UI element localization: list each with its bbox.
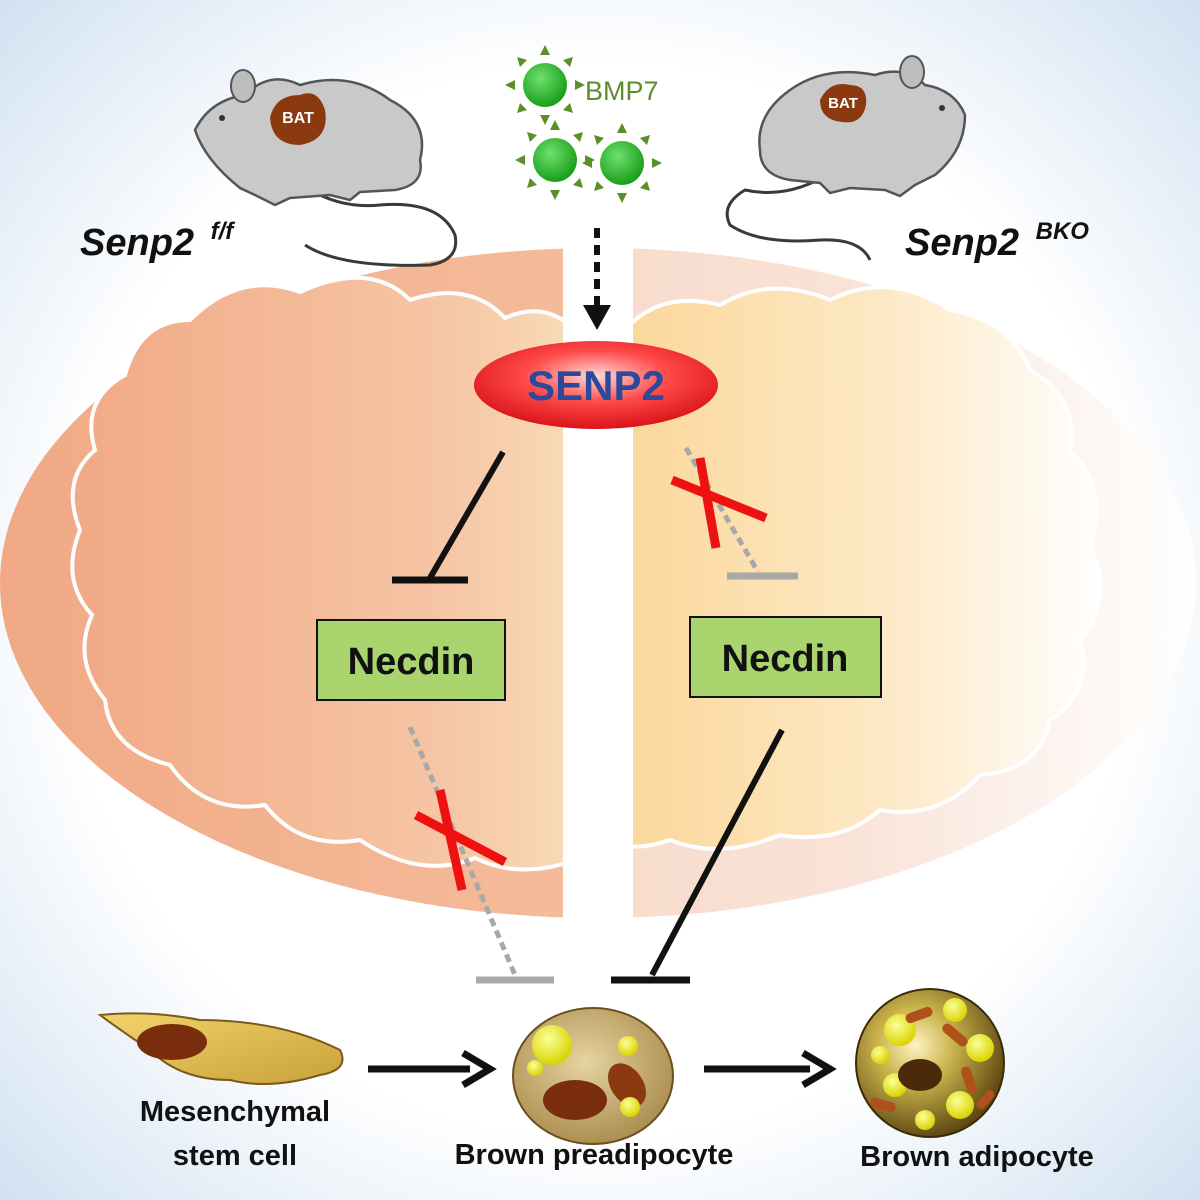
arrow-to-adipocyte	[704, 1049, 837, 1089]
arrow-to-preadipocyte	[368, 1049, 497, 1089]
arrowhead-icon	[801, 1049, 837, 1089]
cross-icon-right	[670, 457, 768, 549]
senp2-inhibit-left	[427, 450, 506, 580]
bat-label-right: BAT	[828, 95, 858, 112]
preadipocyte-label: Brown preadipocyte	[455, 1139, 734, 1171]
mouse-icon-right: BAT	[725, 55, 967, 261]
necdin-label-left: Necdin	[348, 641, 475, 683]
adipocyte-label: Brown adipocyte	[860, 1141, 1094, 1173]
bat-label-left: BAT	[282, 110, 314, 127]
bmp7-ligand-icon	[582, 123, 662, 203]
bat-spot-left	[270, 93, 326, 145]
senp2-label: SENP2	[527, 362, 665, 409]
brown-adipocyte	[855, 988, 1005, 1138]
arrowhead-icon	[583, 305, 611, 330]
necdin-label-right: Necdin	[722, 638, 849, 680]
brown-preadipocyte	[512, 1007, 674, 1145]
arrowhead-icon	[461, 1049, 497, 1089]
necdin-box-right	[689, 616, 882, 698]
left-nucleus	[70, 275, 563, 872]
msc-label-line1: Mesenchymal	[140, 1096, 330, 1128]
bmp7-ligands	[505, 45, 662, 203]
genotype-right: Senp2 BKO	[905, 218, 1089, 264]
bat-spot-right	[820, 84, 867, 123]
bmp7-ligand-icon	[505, 45, 585, 125]
right-nucleus	[633, 285, 1103, 851]
msc-label-line2: stem cell	[173, 1140, 297, 1172]
mouse-icon-left: BAT	[193, 69, 458, 267]
necdin-inhibit-right	[649, 728, 785, 977]
bmp7-label: BMP7	[585, 76, 659, 106]
senp2-inhibit-right-blocked	[683, 446, 761, 574]
necdin-inhibit-left-blocked	[407, 726, 518, 976]
necdin-box-left	[316, 619, 506, 701]
senp2-node	[474, 341, 718, 429]
cross-icon-left	[413, 789, 508, 891]
genotype-left: Senp2 f/f	[80, 218, 235, 264]
mesenchymal-stem-cell	[97, 1012, 344, 1085]
